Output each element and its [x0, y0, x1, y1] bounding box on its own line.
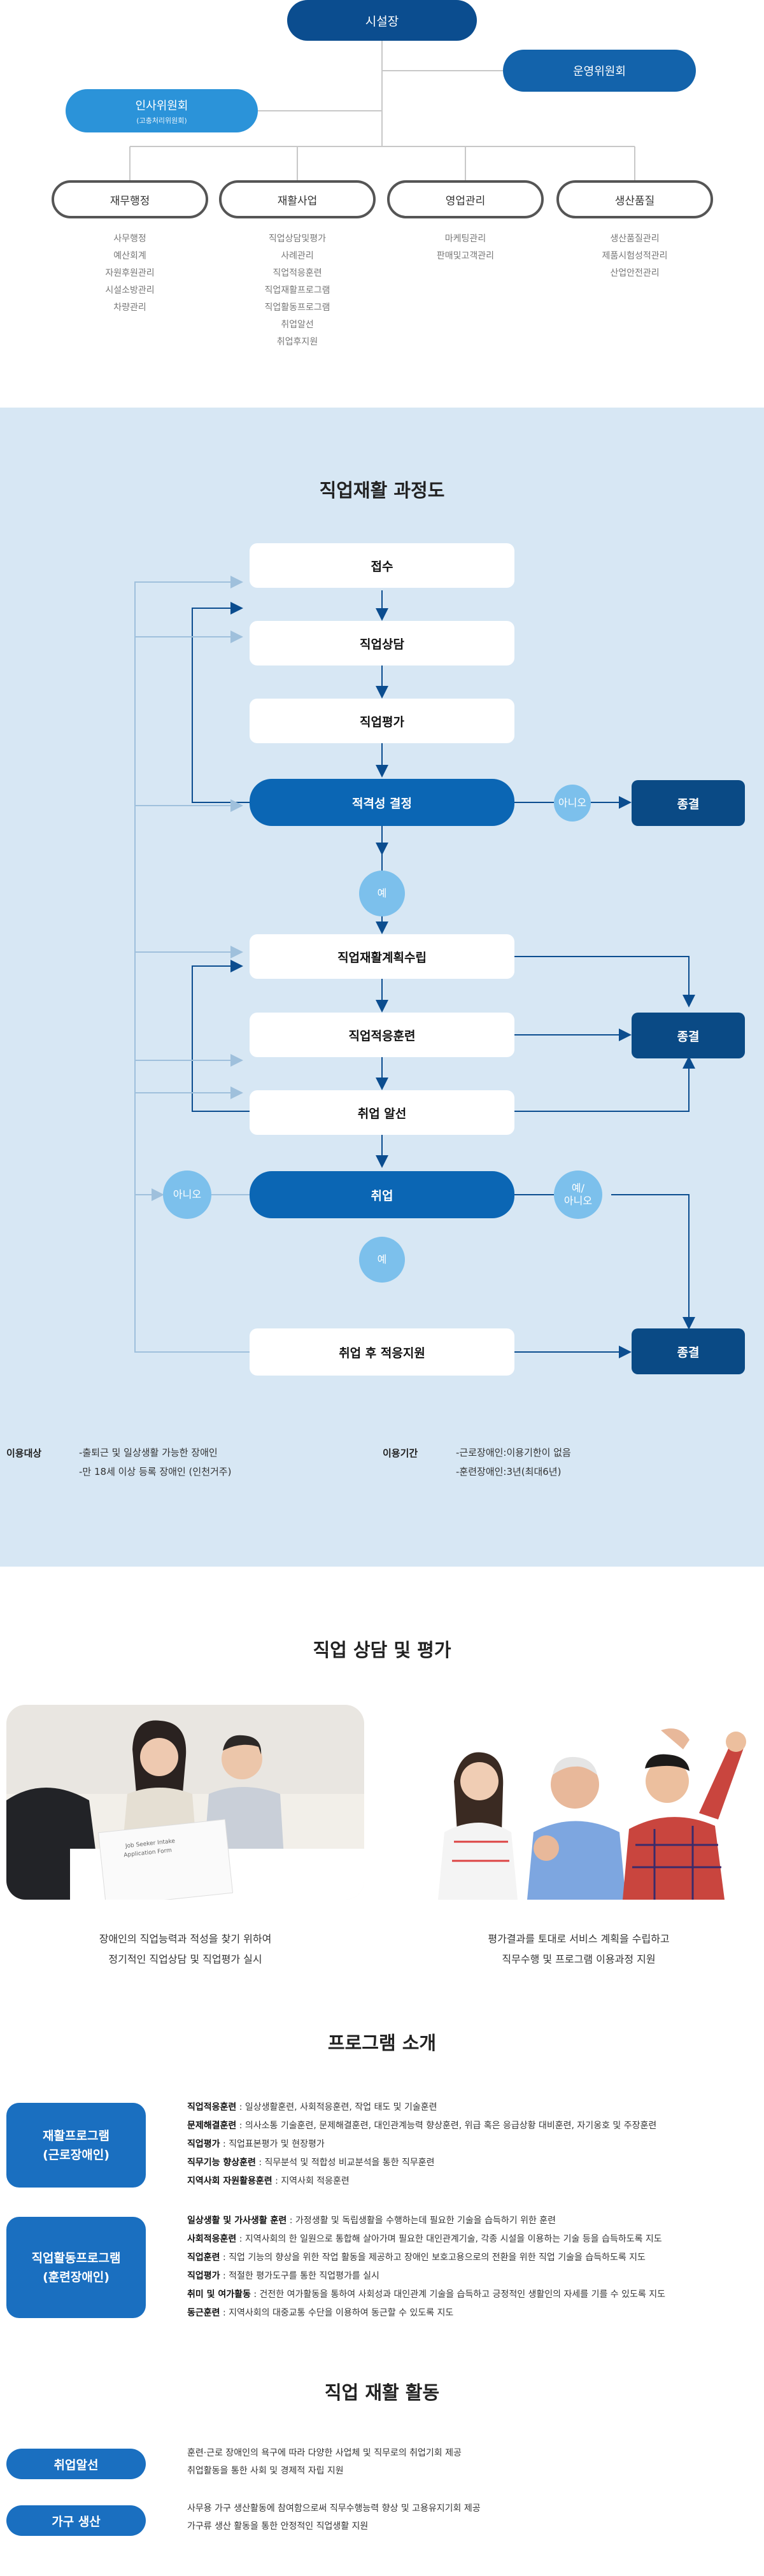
- process-section: 직업재활 과정도: [0, 408, 764, 1567]
- period-text: -근로장애인:이용기한이 없음 -훈련장애인:3년(최대6년): [456, 1447, 571, 1477]
- end-box: 종결: [632, 780, 745, 826]
- operating-committee-node: 운영위원회: [503, 50, 696, 92]
- hr-committee-subtitle: (고충처리위원회): [136, 116, 187, 125]
- people-photo: [400, 1705, 758, 1900]
- program-item: 직업평가 : 직업표본평가 및 현장평가: [187, 2139, 325, 2149]
- org-chart-lines: [129, 41, 635, 180]
- dept-item: 사무행정: [113, 234, 146, 244]
- counseling-photo: Job Seeker Intake Application Form: [6, 1705, 364, 1900]
- step-training: 직업적응훈련: [250, 1013, 514, 1057]
- activities-title: 직업 재활 활동: [324, 2382, 440, 2403]
- dept-item: 시설소방관리: [105, 285, 155, 295]
- dept-item: 예산회계: [113, 251, 146, 261]
- step-support: 취업 후 적응지원: [250, 1328, 514, 1376]
- dept-item: 취업알선: [281, 320, 314, 330]
- period-label: 이용기간: [383, 1448, 418, 1459]
- step-employment: 취업: [250, 1171, 514, 1218]
- activity-text-furniture: 사무용 가구 생산활동에 참여함으로써 직무수행능력 향상 및 고용유지기회 제…: [187, 2503, 481, 2531]
- dept-item: 생산품질관리: [610, 234, 660, 244]
- dept-item: 마케팅관리: [444, 234, 486, 244]
- activity-badge-placement: 취업알선: [6, 2449, 146, 2479]
- programs-title: 프로그램 소개: [327, 2032, 437, 2054]
- no-circle: 아니오: [554, 785, 591, 822]
- yes-circle: 예: [359, 871, 405, 916]
- evaluation-caption: 평가결과를 토대로 서비스 계획을 수립하고 직무수행 및 프로그램 이용과정 …: [488, 1933, 670, 1965]
- no-circle: 아니오: [163, 1171, 211, 1219]
- yes-no-label: 예/아니오: [563, 1182, 593, 1207]
- step-counsel: 직업상담: [250, 621, 514, 665]
- yes-circle: 예: [359, 1237, 405, 1283]
- dept-rehab: 재활사업: [219, 180, 376, 218]
- program-item: 직업평가 : 적절한 평가도구를 통한 직업평가를 실시: [187, 2271, 379, 2281]
- program-item: 사회적응훈련 : 지역사회의 한 일원으로 통합해 살아가며 필요한 대인관계기…: [187, 2234, 662, 2244]
- program-list-activity: 일상생활 및 가사생활 훈련 : 가정생활 및 독립생활을 수행하는데 필요한 …: [187, 2212, 760, 2323]
- dept-item: 직업활동프로그램: [264, 302, 330, 313]
- counseling-photo-illustration: Job Seeker Intake Application Form: [6, 1705, 364, 1900]
- dept-finance: 재무행정: [52, 180, 208, 218]
- yes-no-circle: 예/아니오: [554, 1171, 602, 1219]
- program-badge-activity: 직업활동프로그램 (훈련장애인): [6, 2217, 146, 2318]
- people-photo-illustration: [400, 1705, 758, 1900]
- dept-item: 사례관리: [281, 251, 314, 261]
- dept-finance-items: 사무행정 예산회계 자원후원관리 시설소방관리 차량관리: [52, 231, 208, 317]
- dept-item: 자원후원관리: [105, 268, 155, 278]
- program-item: 지역사회 자원활용훈련 : 지역사회 적응훈련: [187, 2176, 350, 2186]
- program-item: 직무기능 향상훈련 : 직무분석 및 적합성 비교분석을 통한 직무훈련: [187, 2158, 435, 2168]
- program-list-rehab: 직업적응훈련 : 일상생활훈련, 사회적응훈련, 작업 태도 및 기술훈련 문제…: [187, 2098, 760, 2191]
- dept-sales: 영업관리: [387, 180, 544, 218]
- program-item: 문제해결훈련 : 의사소통 기술훈련, 문제해결훈련, 대인관계능력 향상훈련,…: [187, 2121, 657, 2131]
- dept-item: 산업안전관리: [610, 268, 660, 278]
- dept-item: 취업후지원: [276, 337, 318, 347]
- program-item: 동근훈련 : 지역사회의 대중교통 수단을 이용하여 동근할 수 있도록 지도: [187, 2308, 454, 2318]
- hr-committee-node: 인사위원회 (고충처리위원회): [66, 89, 258, 132]
- program-item: 일상생활 및 가사생활 훈련 : 가정생활 및 독립생활을 수행하는데 필요한 …: [187, 2216, 556, 2226]
- eligibility-label: 이용대상: [6, 1448, 42, 1459]
- end-box: 종결: [632, 1013, 745, 1058]
- step-intake: 접수: [250, 543, 514, 588]
- hr-committee-title: 인사위원회: [135, 99, 188, 113]
- dept-item: 차량관리: [113, 302, 146, 313]
- eligibility-text: -출퇴근 및 일상생활 가능한 장애인 -만 18세 이상 등록 장애인 (인천…: [79, 1447, 232, 1477]
- step-plan: 직업재활계획수립: [250, 934, 514, 979]
- dept-rehab-items: 직업상담및평가 사례관리 직업적응훈련 직업재활프로그램 직업활동프로그램 취업…: [219, 231, 376, 351]
- dept-item: 제품시험성적관리: [602, 251, 668, 261]
- dept-item: 판매및고객관리: [436, 251, 495, 261]
- director-node: 시설장: [287, 0, 477, 41]
- counseling-caption: 장애인의 직업능력과 적성을 찾기 위하여 정기적인 직업상담 및 직업평가 실…: [99, 1933, 272, 1965]
- counseling-title: 직업 상담 및 평가: [313, 1639, 451, 1661]
- program-item: 직업적응훈련 : 일상생활훈련, 사회적응훈련, 작업 태도 및 기술훈련: [187, 2102, 437, 2112]
- dept-item: 직업재활프로그램: [264, 285, 330, 295]
- step-evaluation: 직업평가: [250, 699, 514, 743]
- program-badge-rehab: 재활프로그램 (근로장애인): [6, 2103, 146, 2188]
- org-chart: 시설장 운영위원회 인사위원회 (고충처리위원회) 재무행정 사무행정 예산회계…: [0, 0, 764, 360]
- dept-production: 생산품질: [556, 180, 713, 218]
- activity-badge-furniture: 가구 생산: [6, 2505, 146, 2536]
- process-arrows: [134, 576, 695, 1358]
- dept-item: 직업상담및평가: [268, 234, 327, 244]
- process-title: 직업재활 과정도: [319, 480, 445, 501]
- step-placement: 취업 알선: [250, 1090, 514, 1135]
- step-eligibility: 적격성 결정: [250, 779, 514, 826]
- program-item: 직업훈련 : 직업 기능의 향상을 위한 작업 활동을 제공하고 장애인 보호고…: [187, 2252, 646, 2263]
- dept-sales-items: 마케팅관리 판매및고객관리: [387, 231, 544, 265]
- end-box: 종결: [632, 1328, 745, 1374]
- dept-item: 직업적응훈련: [272, 268, 322, 278]
- program-item: 취미 및 여가활동 : 건전한 여가활동을 통하여 사회성과 대인관계 기술을 …: [187, 2289, 665, 2300]
- activity-text-placement: 훈련·근로 장애인의 욕구에 따라 다양한 사업체 및 직무로의 취업기회 제공…: [187, 2448, 462, 2476]
- dept-production-items: 생산품질관리 제품시험성적관리 산업안전관리: [556, 231, 713, 282]
